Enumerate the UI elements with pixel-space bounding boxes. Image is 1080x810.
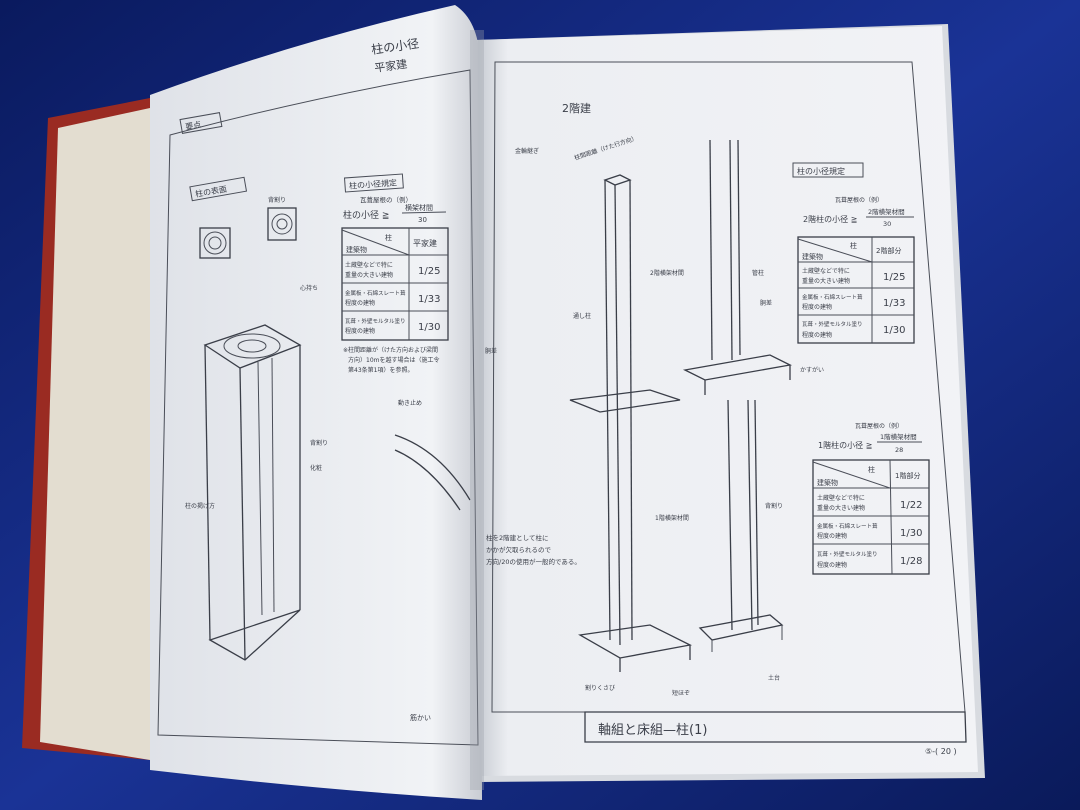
gutter-shadow xyxy=(470,30,484,790)
table-header-diag-bottom: 建築物 xyxy=(346,245,367,254)
formula-numerator: 横架材間 xyxy=(405,203,433,212)
table-header-col: 平家建 xyxy=(413,238,437,248)
svg-text:柱: 柱 xyxy=(868,465,875,474)
left-page xyxy=(150,5,482,800)
page-edges xyxy=(40,108,150,760)
drawing-label: かすがい xyxy=(800,366,824,374)
formula-denominator: 28 xyxy=(895,446,903,454)
box-rule-right-label: 柱の小径規定 xyxy=(797,166,845,176)
formula-denominator: 30 xyxy=(418,216,427,224)
drawing-label: 管柱 xyxy=(752,269,764,277)
drawing-label: 土台 xyxy=(768,674,780,682)
side-note: 方向/20の使用が一般的である。 xyxy=(486,557,581,566)
drawing-label: 化粧 xyxy=(310,464,322,472)
box-key-points-label: 要点 xyxy=(185,120,202,132)
table-value: 1/25 xyxy=(418,266,440,277)
drawing-label: 2階横架材間 xyxy=(650,269,684,277)
svg-text:建築物: 建築物 xyxy=(802,252,823,261)
right-title: 2階建 xyxy=(562,101,591,115)
footer-title: 軸組と床組—柱(1) xyxy=(598,723,707,738)
lower-right-table: 柱 建築物 1階部分 土蔵壁などで特に 重量の大きい建物 1/22 金属板・石綿… xyxy=(812,459,930,575)
box-rule-label: 柱の小径規定 xyxy=(349,177,398,190)
drawing-label: 心持ち xyxy=(300,284,318,292)
svg-text:程度の建物: 程度の建物 xyxy=(802,331,832,339)
svg-text:程度の建物: 程度の建物 xyxy=(802,303,832,311)
formula-lhs: 1階柱の小径 ≧ xyxy=(818,440,872,450)
formula-lhs: 柱の小径 ≧ xyxy=(343,209,389,221)
formula-lhs: 2階柱の小径 ≧ xyxy=(803,214,857,224)
page-number: ⑤-( 20 ) xyxy=(925,747,957,756)
table-value: 1/30 xyxy=(418,322,440,333)
svg-text:1階部分: 1階部分 xyxy=(895,471,920,480)
drawing-label: 1階横架材間 xyxy=(655,514,689,522)
left-table: 柱 建築物 平家建 土蔵壁などで特に 重量の大きい建物 1/25 金属板・石綿ス… xyxy=(341,227,449,341)
box-rule xyxy=(343,173,404,193)
formula-denominator: 30 xyxy=(883,220,891,228)
box-rule-right xyxy=(792,162,864,178)
svg-text:瓦葺・外壁モルタル塗り: 瓦葺・外壁モルタル塗り xyxy=(802,320,863,328)
drawing-label: 背割り xyxy=(268,196,286,204)
left-page-frame xyxy=(157,69,479,746)
svg-text:1/22: 1/22 xyxy=(900,500,922,511)
formula-numerator: 2階横架材間 xyxy=(868,207,905,216)
fraction-bar xyxy=(401,211,447,214)
brace-drawing xyxy=(394,434,471,501)
svg-text:重量の大きい建物: 重量の大きい建物 xyxy=(802,277,850,285)
svg-text:瓦葺・外壁モルタル塗り: 瓦葺・外壁モルタル塗り xyxy=(345,317,406,325)
drawing-label: 柱の掲げ方 xyxy=(185,502,215,510)
drawing-label: 金輪継ぎ xyxy=(515,147,539,155)
formula-note: 瓦葺屋根の（例） xyxy=(835,196,883,204)
drawing-label: 動き止め xyxy=(398,399,422,407)
svg-text:土蔵壁などで特に: 土蔵壁などで特に xyxy=(802,267,850,275)
svg-text:重量の大きい建物: 重量の大きい建物 xyxy=(817,504,865,512)
formula-numerator: 1階横架材間 xyxy=(880,432,917,441)
note-line: 方向）10mを越す場合は（施工令 xyxy=(348,356,439,364)
drawing-label: 胴差 xyxy=(760,299,772,307)
side-note: 柱を2階建として柱に xyxy=(486,533,548,542)
two-story-frame-drawing xyxy=(569,139,793,672)
svg-text:建築物: 建築物 xyxy=(817,478,838,487)
svg-text:程度の建物: 程度の建物 xyxy=(345,327,375,335)
svg-text:金属板・石綿スレート葺: 金属板・石綿スレート葺 xyxy=(345,289,406,297)
svg-text:金属板・石綿スレート葺: 金属板・石綿スレート葺 xyxy=(802,293,863,301)
box-surface xyxy=(189,176,248,202)
svg-text:土蔵壁などで特に: 土蔵壁などで特に xyxy=(345,261,393,269)
svg-text:金属板・石綿スレート葺: 金属板・石綿スレート葺 xyxy=(817,522,878,530)
svg-text:1/25: 1/25 xyxy=(883,272,905,283)
svg-text:1/30: 1/30 xyxy=(900,528,922,539)
side-note: かかが欠取られるので xyxy=(486,545,552,554)
drawing-label: 筋かい xyxy=(410,713,431,722)
svg-text:2階部分: 2階部分 xyxy=(876,246,901,255)
drawing-label: 割りくさび xyxy=(585,684,615,692)
svg-text:柱: 柱 xyxy=(850,241,857,250)
post-isometric-drawing xyxy=(203,324,302,661)
drawing-label: 背割り xyxy=(765,502,783,510)
svg-text:1/28: 1/28 xyxy=(900,556,922,567)
drawing-label: 通し柱 xyxy=(573,312,591,320)
svg-text:程度の建物: 程度の建物 xyxy=(817,532,847,540)
timber-section-drawing xyxy=(199,207,297,259)
drawing-label: 短ほぞ xyxy=(672,689,690,697)
svg-text:程度の建物: 程度の建物 xyxy=(817,561,847,569)
formula-note: 瓦葺屋根の（例） xyxy=(855,422,903,430)
left-title: 柱の小径 xyxy=(370,35,420,57)
footer-box xyxy=(584,711,967,743)
drawing-label: 背割り xyxy=(310,439,328,447)
note-line: 第43条第1項）を参照。 xyxy=(348,366,413,374)
left-subtitle: 平家建 xyxy=(373,57,408,75)
table-value: 1/33 xyxy=(418,294,440,305)
drawing-label: 胴差 xyxy=(485,347,497,355)
svg-text:重量の大きい建物: 重量の大きい建物 xyxy=(345,271,393,279)
formula-note: 瓦葺屋根の（例） xyxy=(360,195,412,204)
svg-text:1/30: 1/30 xyxy=(883,325,905,336)
note-line: ※柱間距離が（けた方向および梁間 xyxy=(343,346,438,354)
table-header-diag-top: 柱 xyxy=(385,233,392,242)
svg-text:土蔵壁などで特に: 土蔵壁などで特に xyxy=(817,494,865,502)
box-key-points xyxy=(179,112,223,134)
svg-text:瓦葺・外壁モルタル塗り: 瓦葺・外壁モルタル塗り xyxy=(817,550,878,558)
svg-text:1/33: 1/33 xyxy=(883,298,905,309)
svg-text:程度の建物: 程度の建物 xyxy=(345,299,375,307)
upper-right-table: 柱 建築物 2階部分 土蔵壁などで特に 重量の大きい建物 1/25 金属板・石綿… xyxy=(797,236,915,344)
